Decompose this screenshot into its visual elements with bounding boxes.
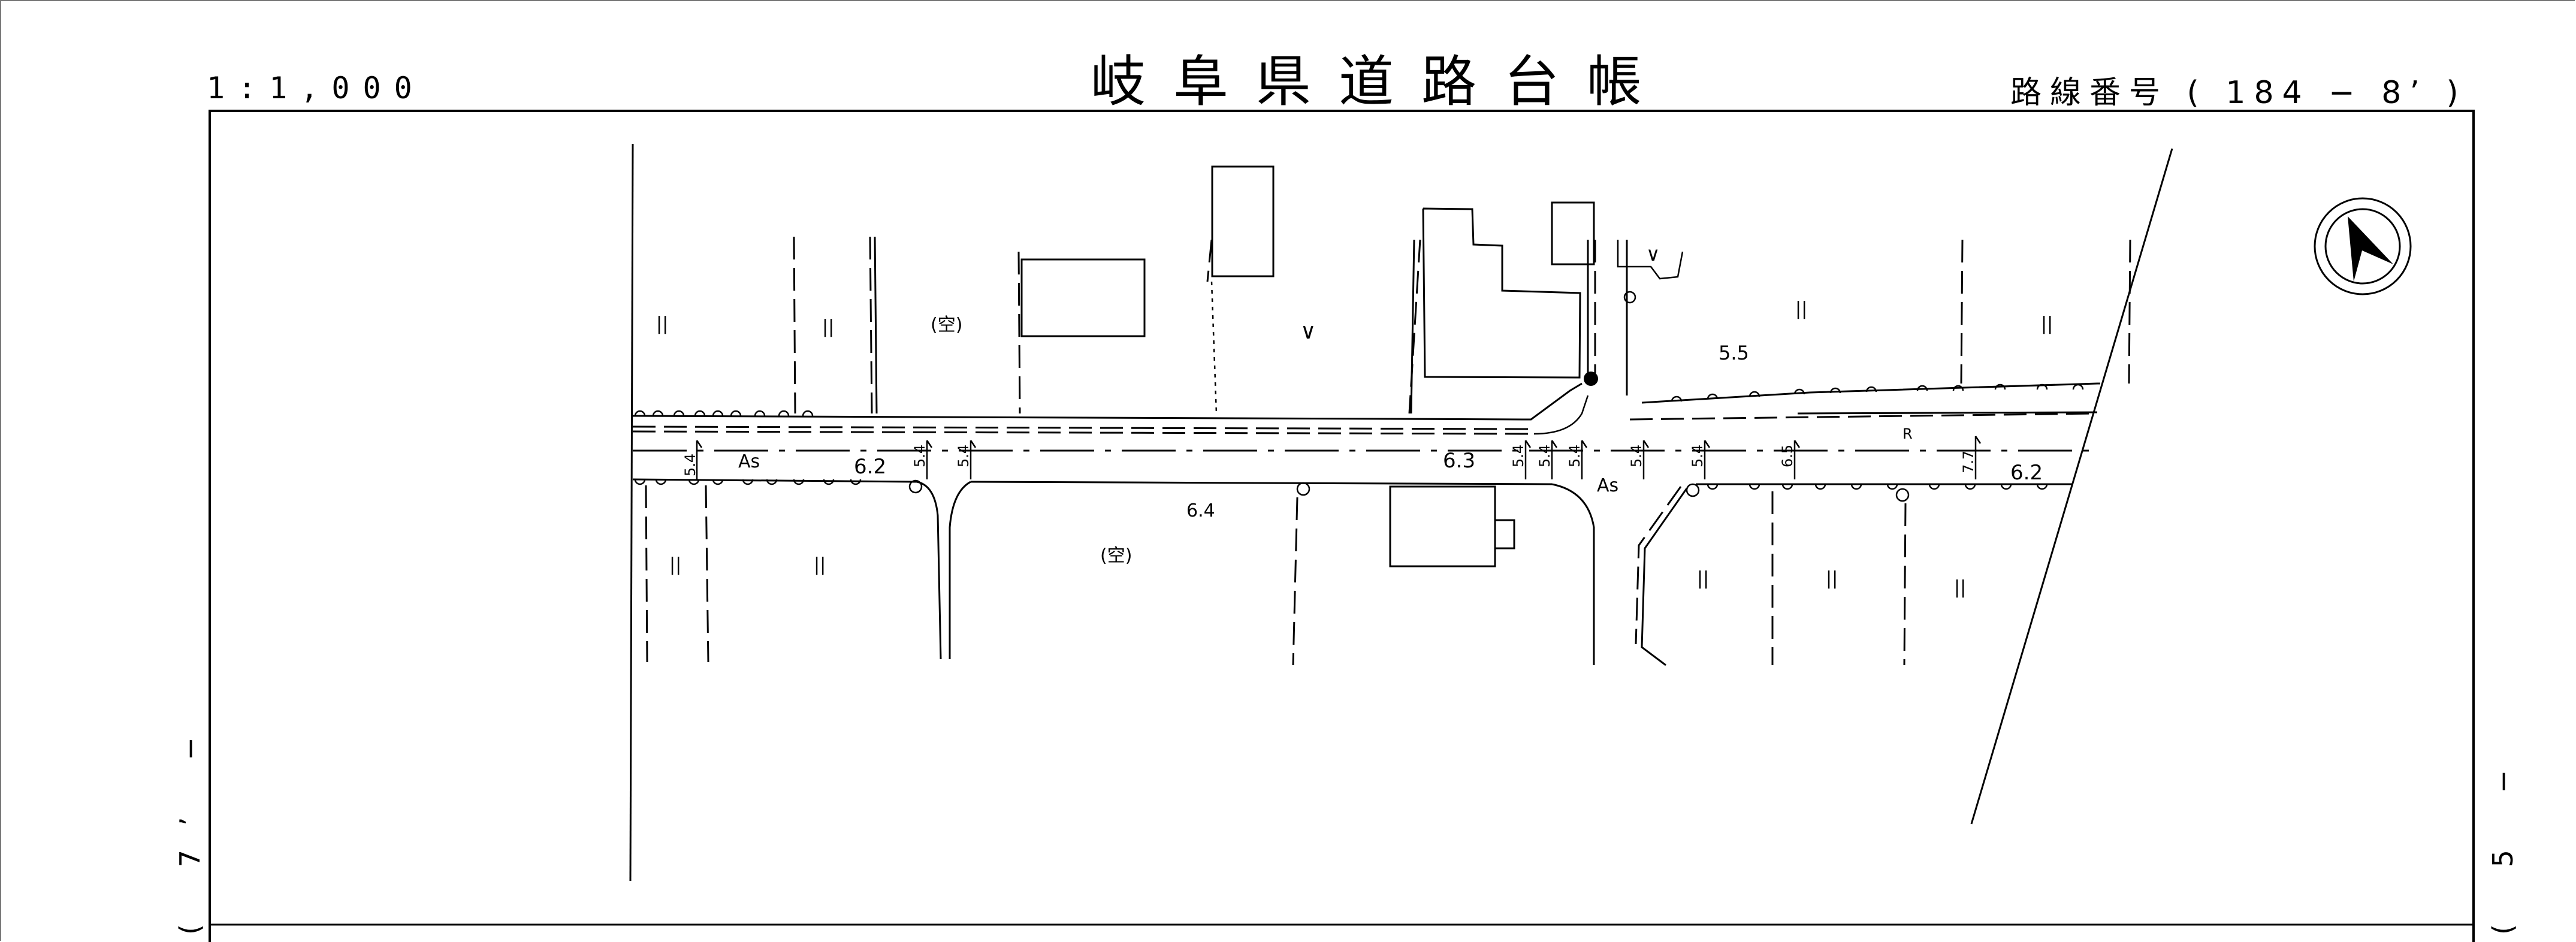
corner-curve-nw [1533,395,1589,435]
width-labels: 5.4 5.4 5.4 5.4 5.4 5.4 5.4 5.4 6.5 7.7 [682,445,1977,476]
route-number-label: 路線番号 ( 184 − 8’ ) [2010,67,2467,112]
map-frame [209,110,2475,942]
field-symbol: || [656,313,668,334]
building [1551,201,1595,265]
surface-label: As [738,451,760,472]
manhole-icon [908,479,923,494]
field-symbol: || [1954,577,1966,598]
side-road-west-edge-2 [949,481,971,659]
width-label: 5.4 [1689,445,1706,467]
field-symbol: || [2041,313,2053,334]
utility-pole-icon [1296,482,1310,496]
utility-pole-icon [1623,291,1636,304]
building [1389,485,1496,567]
width-label: 6.5 [1779,445,1796,467]
field-symbol: || [1826,568,1838,589]
road-north-edge-west [632,382,1583,421]
side-road-east-edge [1641,488,1688,666]
grass-symbol: ∨ [1300,319,1316,344]
field-symbol: || [669,554,681,575]
elevation-label: 6.2 [854,455,886,479]
side-road-west-edge [916,481,942,660]
scale-label: 1:1,000 [207,71,425,105]
width-label: 5.4 [682,454,699,476]
grass-symbols: ∨ ∨ [1300,243,1660,344]
route-number: ( 184 − 8’ ) [2187,75,2467,111]
curb-markers [634,384,2084,490]
structure-outline [1617,240,1684,280]
manhole-icon [1686,483,1700,497]
side-road-corner-curve [1551,483,1595,665]
sidewalk-line-west [632,425,1535,430]
road-surface-labels: As As R [738,425,1913,496]
elevation-label: 5.5 [1719,342,1749,364]
building [1211,165,1275,277]
width-dimension-marks [696,436,1982,479]
north-arrow-icon [2314,197,2412,295]
building-l-shaped [1422,207,1581,379]
field-symbols: || || || || || || || || || [656,298,2053,598]
width-label: 5.4 [911,445,928,467]
width-label: 5.4 [1566,445,1583,467]
side-road-east-dash [1635,486,1682,645]
field-symbol: || [814,554,826,575]
surface-label: R [1902,425,1913,442]
vacant-lot-label: (空) [931,315,962,336]
curb-east [1797,411,2098,415]
width-label: 5.4 [955,445,972,467]
surface-label: As [1597,475,1618,496]
elevation-label: 6.4 [1186,500,1215,521]
elevation-label: 6.2 [2010,461,2043,485]
page-title: 岐阜県道路台帳 [1091,50,1670,114]
width-label: 5.4 [1536,445,1553,467]
sidewalk-line-east [1629,412,2098,421]
lot-line [1410,239,1415,414]
lot-line [874,236,878,414]
width-label: 5.4 [1510,445,1527,467]
route-label: 路線番号 [2010,75,2169,111]
field-symbol: || [822,316,834,337]
elevation-labels: 6.2 6.3 6.4 5.5 6.2 [854,342,2043,521]
field-symbol: || [1697,568,1709,589]
building-annex [1494,519,1515,550]
width-label: 7.7 [1960,451,1977,473]
sidewalk-line-west-2 [632,430,1535,435]
fire-hydrant-icon [1584,372,1598,386]
utility-pole-icon [1895,488,1910,502]
road-south-edge-mid [970,481,1553,485]
road-south-edge-west [632,478,917,483]
building [1020,258,1146,337]
width-label: 5.4 [1628,445,1645,467]
right-boundary-line [1970,148,2173,825]
vacant-lot-label: (空) [1100,545,1132,566]
left-boundary-line [629,143,634,881]
grass-symbol: ∨ [1646,243,1660,265]
lot-line-dotted [1210,281,1218,414]
elevation-label: 6.3 [1443,449,1475,473]
field-symbol: || [1795,298,1807,319]
vacant-lot-labels: (空) (空) [931,315,1132,566]
